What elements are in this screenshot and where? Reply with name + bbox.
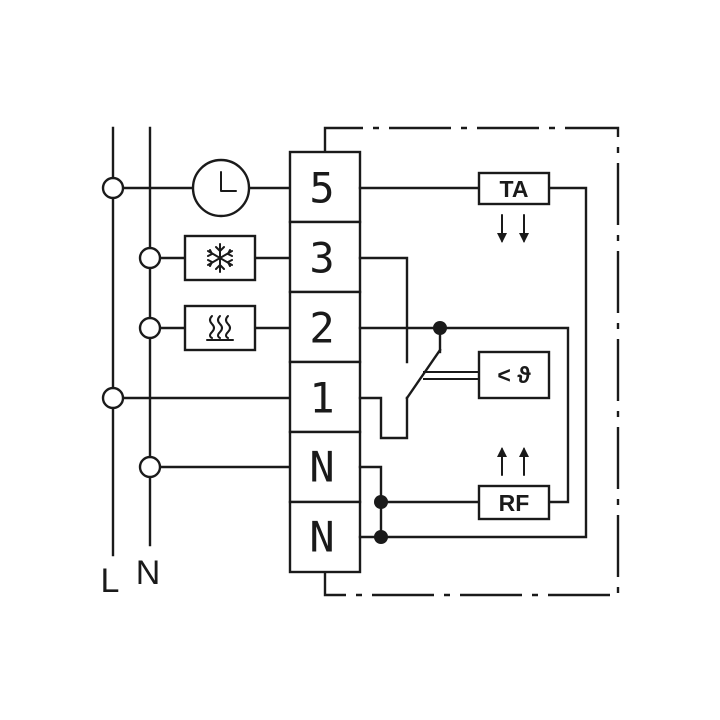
timer-load [191,158,251,218]
rf-label: RF [499,490,530,516]
terminal-3-label: 3 [309,234,334,283]
neutral-node-terminal-n [138,455,162,479]
power-rails: L N [101,126,161,600]
neutral-node-heating [138,316,162,340]
terminal-n-lower [288,500,362,574]
ta-module: TA [477,171,551,243]
terminal-2-label: 2 [309,304,334,353]
junction-dot-rf [374,495,388,509]
junction-dot-return [374,530,388,544]
terminal-2 [288,290,362,364]
terminal-1-label: 1 [309,374,334,423]
device-enclosure [323,126,620,597]
snowflake-icon [207,243,233,273]
live-rail-label: L [101,562,120,600]
sensor-module: < ϑ [477,350,551,400]
terminal-5 [288,150,362,224]
terminal-n-upper-label: N [309,443,334,492]
rf-up-arrows [497,447,529,476]
sensor-symbol: < ϑ [497,362,531,388]
junction-dot-terminal-2 [433,321,447,335]
cooling-load [183,234,257,282]
ta-down-arrows [497,214,529,243]
neutral-node-cooling [138,246,162,270]
heating-load [183,304,257,352]
live-node-timer [101,176,125,200]
rf-module: RF [477,447,551,521]
branch-wires [122,186,292,469]
relay-switch [405,348,442,400]
heating-waves-icon [206,315,234,341]
rail-nodes [101,176,162,479]
terminal-n-upper [288,430,362,504]
live-node-terminal-1 [101,386,125,410]
ta-label: TA [500,176,529,202]
internal-wiring [358,186,588,544]
terminal-5-label: 5 [309,164,334,213]
terminal-n-lower-label: N [309,513,334,562]
terminal-block: 5 3 2 1 N N [288,150,362,574]
neutral-rail-label: N [136,554,161,592]
